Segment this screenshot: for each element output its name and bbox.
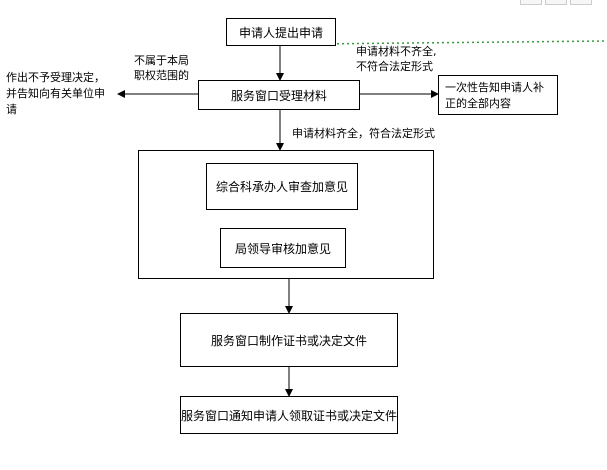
- node-produce-label: 服务窗口制作证书或决定文件: [210, 333, 367, 348]
- node-reject-label: 作出不予受理决定，并告知向有关单位申请: [6, 71, 105, 116]
- node-reject: 作出不予受理决定，并告知向有关单位申请: [0, 66, 118, 116]
- node-review: 综合科承办人审查加意见: [206, 163, 358, 210]
- edge-label-complete-text: 申请材料齐全，符合法定形式: [292, 127, 435, 140]
- dotted-green-line: [311, 40, 607, 45]
- node-apply-label: 申请人提出申请: [238, 25, 323, 40]
- node-supplement-label: 一次性告知申请人补正的全部内容: [445, 81, 544, 110]
- node-produce: 服务窗口制作证书或决定文件: [180, 313, 398, 367]
- node-notify: 服务窗口通知申请人领取证书或决定文件: [180, 396, 398, 434]
- corner-artifact: [545, 0, 567, 5]
- node-supplement: 一次性告知申请人补正的全部内容: [438, 75, 558, 115]
- node-approve: 局领导审核加意见: [220, 228, 346, 268]
- node-notify-label: 服务窗口通知申请人领取证书或决定文件: [181, 408, 398, 423]
- edge-label-not-in-scope-line1: 不属于本局: [134, 54, 189, 67]
- node-window-accept-label: 服务窗口受理材料: [230, 88, 327, 103]
- edge-label-not-in-scope: 不属于本局 职权范围的: [134, 53, 189, 83]
- node-apply: 申请人提出申请: [226, 18, 336, 46]
- edge-label-incomplete-line2: 不符合法定形式: [356, 60, 433, 73]
- corner-artifact: [520, 0, 542, 5]
- node-window-accept: 服务窗口受理材料: [198, 80, 360, 110]
- node-review-label: 综合科承办人审查加意见: [215, 180, 348, 194]
- node-approve-label: 局领导审核加意见: [234, 241, 331, 256]
- edge-label-incomplete: 申请材料不齐全, 不符合法定形式: [356, 44, 437, 74]
- edge-label-not-in-scope-line2: 职权范围的: [134, 69, 189, 82]
- corner-artifact: [570, 0, 592, 5]
- edge-label-incomplete-line1: 申请材料不齐全,: [356, 45, 437, 58]
- edge-label-complete: 申请材料齐全，符合法定形式: [292, 126, 435, 141]
